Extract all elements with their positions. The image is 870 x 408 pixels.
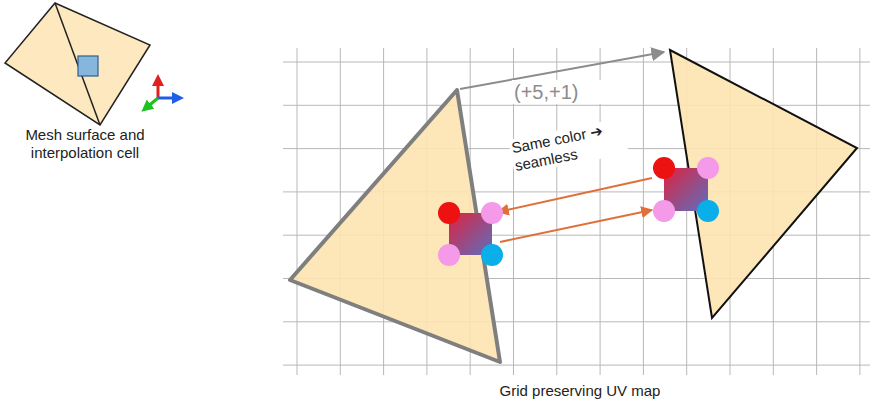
- note-label: Same color ➔ seamless: [508, 118, 629, 175]
- mesh-surface: [5, 3, 150, 125]
- grid-line: [283, 105, 870, 106]
- offset-label: (+5,+1): [512, 80, 611, 104]
- correspondence-arrow: [498, 178, 652, 212]
- figure-caption: Mesh surface and interpolation cell: [5, 126, 165, 162]
- grid-line: [816, 48, 817, 375]
- grid-line: [283, 62, 870, 63]
- grid-line: [297, 48, 298, 375]
- axes-symbol: [146, 80, 178, 108]
- grid-line: [859, 48, 860, 375]
- grid-line: [283, 365, 870, 366]
- uv-triangle: [290, 90, 500, 362]
- uv-grid: [283, 48, 870, 375]
- figure-caption: Grid preserving UV map: [470, 382, 690, 400]
- correspondence-arrow: [500, 210, 652, 242]
- grid-line: [283, 321, 870, 322]
- interpolation-cell: [438, 202, 503, 266]
- interpolation-cell: [653, 157, 719, 222]
- grid-line: [340, 48, 341, 375]
